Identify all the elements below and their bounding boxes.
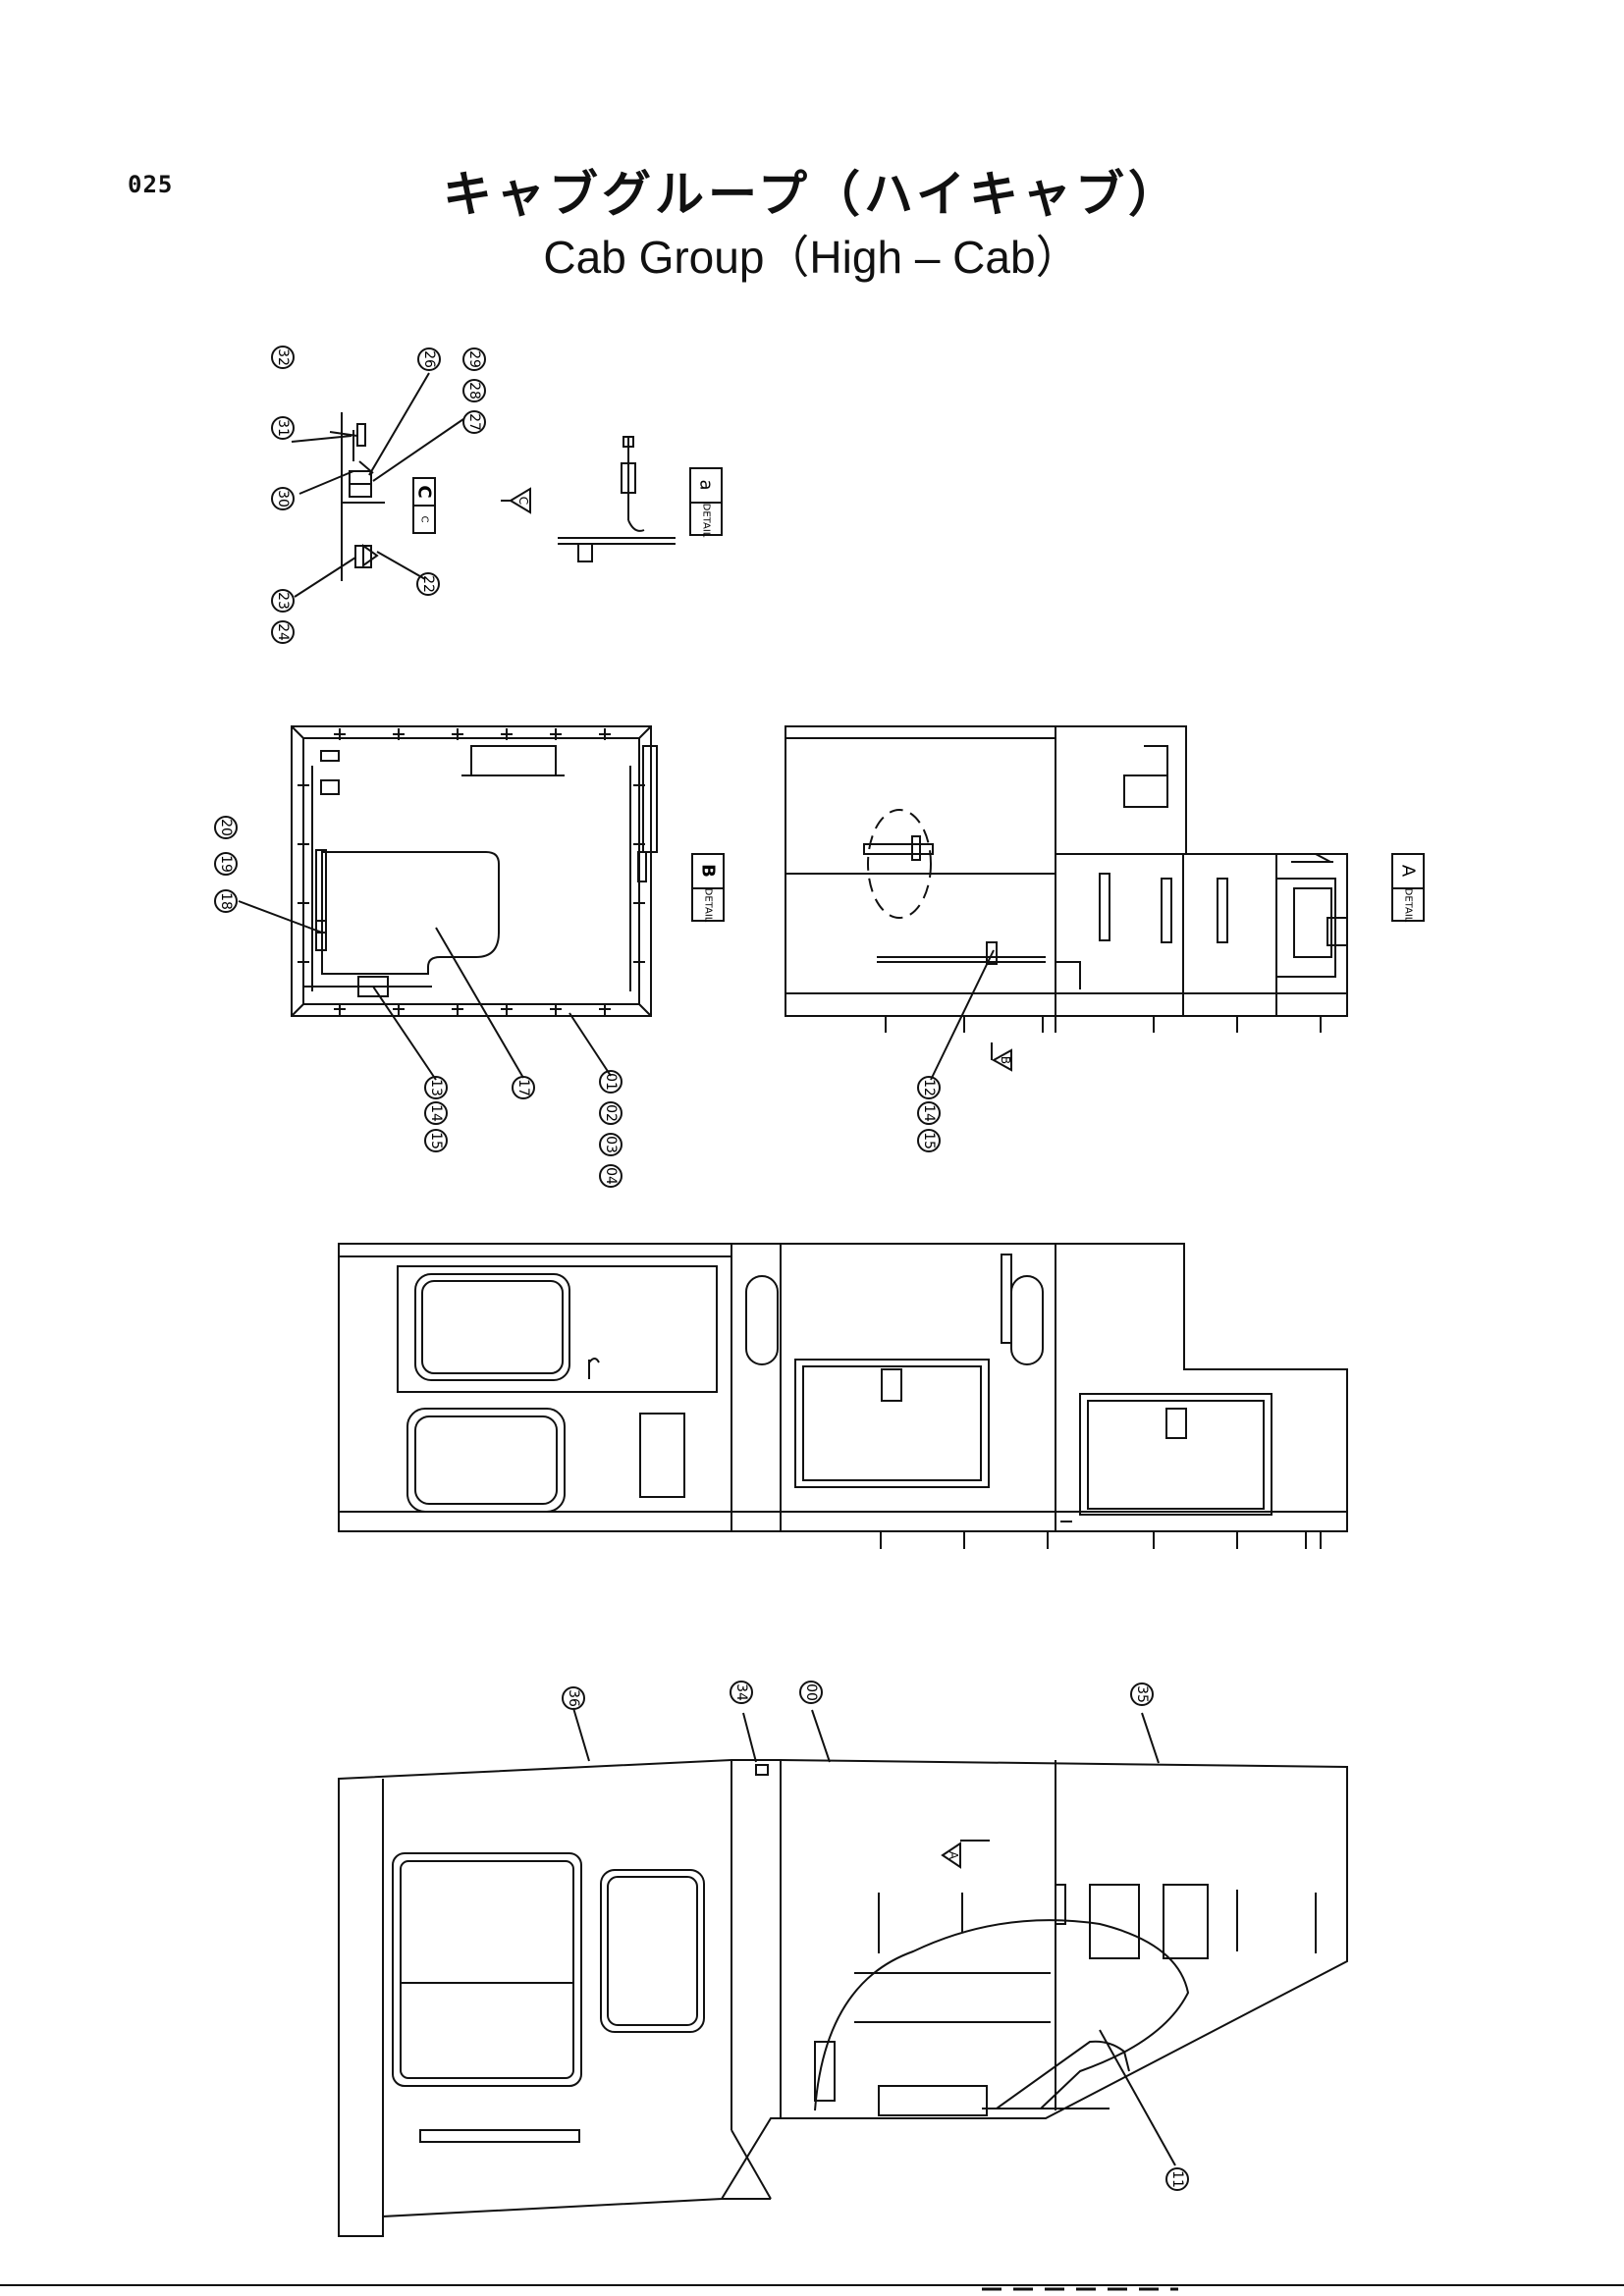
detail-aa-word: DETAIL (1403, 888, 1414, 923)
svg-text:22: 22 (420, 575, 436, 593)
callout-35: 35 (1130, 1682, 1154, 1706)
callout-17: 17 (512, 1076, 535, 1099)
svg-text:26: 26 (421, 350, 437, 368)
cab-side-elevation (338, 1243, 1348, 1549)
svg-text:28: 28 (466, 382, 482, 400)
svg-text:18: 18 (218, 892, 234, 910)
detail-b-tag (691, 853, 725, 922)
view-arrow-b-letter: B (999, 1056, 1012, 1064)
title-english: Cab Group（High – Cab） (543, 232, 1081, 283)
detail-a-view (558, 436, 676, 562)
callout-24: 24 (271, 620, 295, 644)
cab-isometric-view (338, 1707, 1348, 2237)
title-japanese: キャブグループ（ハイキャブ） (443, 166, 1181, 223)
detail-c-view (291, 372, 464, 598)
detail-a-word: DETAIL (701, 504, 712, 538)
callout-30: 30 (271, 487, 295, 510)
callout-28: 28 (462, 379, 486, 402)
svg-text:14: 14 (428, 1104, 444, 1122)
detail-b-ticks (298, 728, 645, 1015)
view-arrow-c-letter: C (516, 497, 530, 505)
callout-32: 32 (271, 346, 295, 369)
svg-text:01: 01 (603, 1073, 619, 1091)
callout-14: 14 (424, 1101, 448, 1125)
svg-text:02: 02 (603, 1104, 619, 1122)
callout-26: 26 (417, 347, 441, 371)
detail-b-word: DETAIL (703, 888, 714, 923)
svg-text:20: 20 (218, 819, 234, 836)
callout-02: 02 (599, 1101, 623, 1125)
callout-balloons: 32 31 30 26 29 28 27 22 23 24 18 19 20 1… (214, 346, 1189, 2191)
callout-01: 01 (599, 1070, 623, 1094)
callout-00: 00 (799, 1681, 823, 1704)
svg-text:14: 14 (921, 1104, 937, 1122)
detail-tag-labels: C C a DETAIL B DETAIL A DETAIL C B A (414, 479, 1419, 1859)
svg-text:15: 15 (921, 1132, 937, 1149)
detail-a-large-view (785, 725, 1348, 1081)
detail-c-tag (412, 477, 436, 534)
callout-04: 04 (599, 1164, 623, 1188)
svg-text:36: 36 (566, 1689, 581, 1707)
callout-12: 12 (917, 1076, 941, 1099)
svg-text:11: 11 (1169, 2170, 1185, 2188)
callout-14-b: 14 (917, 1101, 941, 1125)
callout-19: 19 (214, 852, 238, 876)
view-arrow-a-letter: A (947, 1851, 960, 1860)
callout-34: 34 (730, 1681, 753, 1704)
svg-text:04: 04 (603, 1167, 619, 1185)
detail-b-view (238, 725, 658, 1081)
svg-text:12: 12 (921, 1079, 937, 1096)
callout-15-b: 15 (917, 1129, 941, 1152)
callout-11: 11 (1165, 2167, 1189, 2191)
page-number: 025 (128, 171, 174, 198)
svg-text:19: 19 (218, 855, 234, 873)
callout-29: 29 (462, 347, 486, 371)
detail-aa-tag (1391, 853, 1425, 922)
svg-text:32: 32 (275, 348, 291, 366)
callout-31: 31 (271, 416, 295, 440)
detail-c-small: C (419, 516, 430, 523)
svg-text:27: 27 (466, 413, 482, 431)
svg-text:35: 35 (1134, 1685, 1150, 1703)
svg-text:34: 34 (733, 1683, 749, 1701)
callout-15: 15 (424, 1129, 448, 1152)
callout-22: 22 (416, 572, 440, 596)
svg-text:29: 29 (466, 350, 482, 368)
detail-c-letter: C (414, 485, 435, 498)
detail-a-tag (689, 467, 723, 536)
view-arrow-c (501, 487, 531, 514)
callout-27: 27 (462, 410, 486, 434)
svg-text:00: 00 (803, 1683, 819, 1701)
svg-text:31: 31 (275, 419, 291, 437)
svg-text:15: 15 (428, 1132, 444, 1149)
svg-text:30: 30 (275, 490, 291, 507)
svg-text:03: 03 (603, 1136, 619, 1153)
callout-03: 03 (599, 1133, 623, 1156)
svg-text:23: 23 (275, 592, 291, 610)
callout-20: 20 (214, 816, 238, 839)
view-arrow-b (991, 1042, 1012, 1072)
callout-13: 13 (424, 1076, 448, 1099)
detail-aa-letter: A (1398, 865, 1419, 878)
detail-b-letter: B (698, 864, 719, 878)
footer-rule (0, 2284, 1624, 2291)
svg-text:24: 24 (275, 623, 291, 641)
detail-a-letter: a (696, 479, 717, 490)
svg-text:13: 13 (428, 1079, 444, 1096)
svg-text:17: 17 (515, 1079, 531, 1096)
callout-23: 23 (271, 589, 295, 613)
callout-36: 36 (562, 1686, 585, 1710)
callout-18: 18 (214, 889, 238, 913)
